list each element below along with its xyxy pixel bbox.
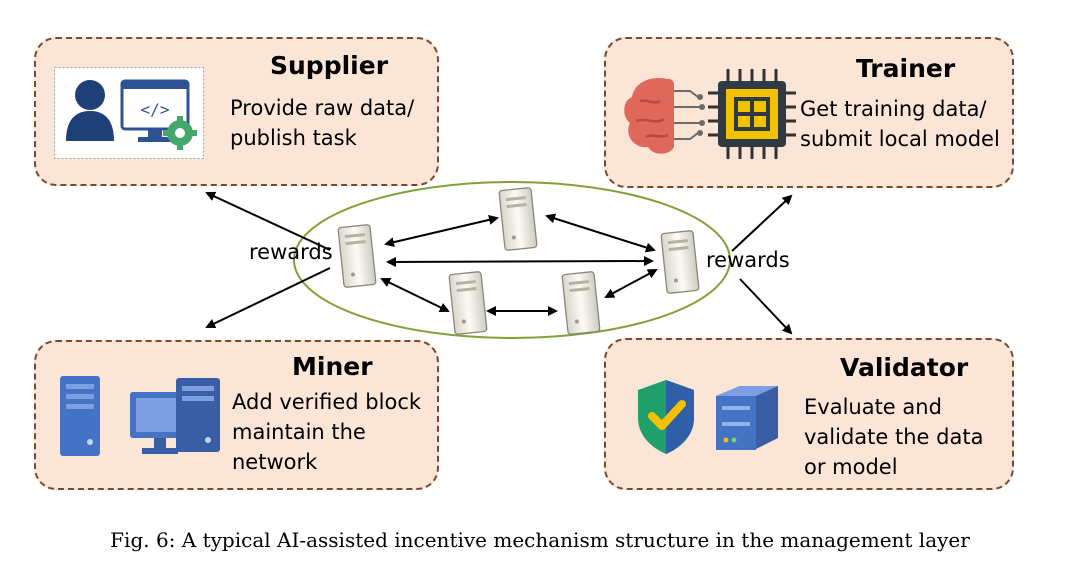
miner-description: Add verified block maintain the network	[232, 390, 422, 474]
trainer-title: Trainer	[856, 54, 956, 83]
validator-box: Validator Evaluate and validate the data…	[604, 338, 1014, 490]
code-monitor-icon: </>	[120, 79, 190, 142]
trainer-description: Get training data/ submit local model	[800, 97, 1000, 151]
gear-icon	[163, 116, 197, 150]
miner-title: Miner	[292, 352, 373, 381]
validator-title: Validator	[840, 353, 969, 382]
server-icon	[716, 386, 778, 450]
svg-text:</>: </>	[141, 100, 170, 119]
miner-icon	[60, 376, 220, 456]
user-icon	[66, 80, 114, 141]
brain-icon	[624, 77, 674, 154]
link-d-e	[604, 269, 658, 298]
rewards-label-left: rewards	[249, 240, 333, 264]
server-node-icon	[448, 270, 488, 336]
chip-icon	[708, 69, 796, 159]
reward-arrow-validator	[739, 278, 793, 335]
server-tower-icon	[60, 376, 100, 456]
supplier-description: Provide raw data/ publish task	[230, 96, 415, 150]
supplier-title: Supplier	[270, 51, 389, 80]
reward-arrow-miner	[205, 267, 331, 329]
validator-description: Evaluate and validate the data or model	[804, 395, 984, 479]
server-node-icon	[498, 186, 538, 252]
link-a-c	[380, 277, 450, 313]
reward-arrow-trainer	[731, 194, 793, 252]
supplier-box: </> Supplier Provide raw data/ publish t…	[34, 37, 439, 186]
server-node-icon	[660, 229, 700, 295]
figure-caption: Fig. 6: A typical AI-assisted incentive …	[110, 528, 970, 552]
trainer-icon	[624, 69, 796, 159]
link-b-e	[545, 213, 656, 253]
supplier-icon: </>	[54, 67, 204, 159]
rewards-label-right: rewards	[706, 248, 790, 272]
link-a-e	[386, 256, 654, 267]
miner-box: Miner Add verified block maintain the ne…	[34, 340, 439, 490]
security-shield-icon	[638, 380, 694, 454]
validator-icon	[638, 380, 778, 454]
server-node-icon	[337, 223, 377, 289]
desktop-computer-icon	[130, 378, 220, 454]
link-a-b	[384, 214, 499, 248]
server-node-icon	[561, 270, 601, 336]
reward-arrow-supplier	[205, 191, 331, 251]
trainer-box: Trainer Get training data/ submit local …	[604, 37, 1014, 188]
network-ellipse	[293, 181, 731, 339]
